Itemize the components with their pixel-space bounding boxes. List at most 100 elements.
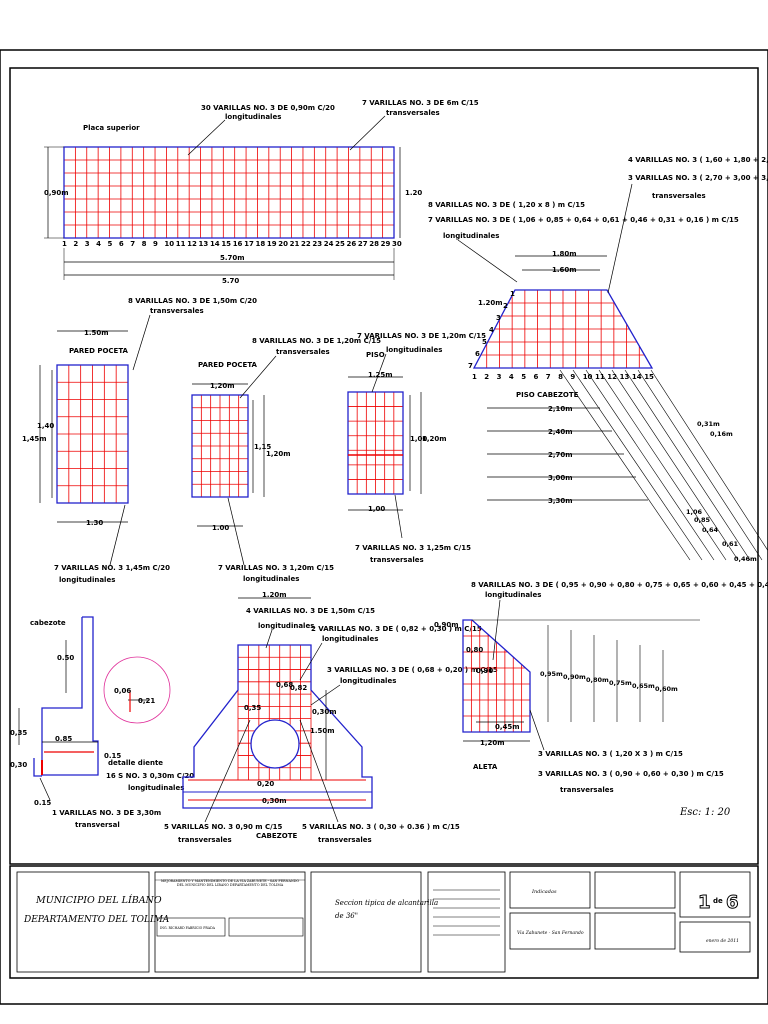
title-block: MUNICIPIO DEL LÍBANO DEPARTAMENTO DEL TO… xyxy=(16,871,751,973)
plate-longitudinal-note: 30 VARILLAS NO. 3 DE 0,90m C/20 xyxy=(201,104,335,112)
pc-note-a: 4 VARILLAS NO. 3 ( 1,60 + 1,80 + 2,10 + … xyxy=(628,156,768,164)
plate-bar-number: 17 xyxy=(244,240,254,248)
poceta1-bottom-note-sub: longitudinales xyxy=(59,576,115,584)
pc-bar-number: 7 xyxy=(546,373,551,381)
piso-top-note-sub: longitudinales xyxy=(386,346,442,354)
poceta1-outline xyxy=(56,364,129,504)
diente-note1: 16 S NO. 3 0,30m C/20 xyxy=(106,772,194,780)
diente-h3: 0.15 xyxy=(34,799,51,807)
leader-line xyxy=(299,719,339,823)
cabezote-outline xyxy=(182,644,373,809)
plate-bar-number: 21 xyxy=(290,240,300,248)
leader-line xyxy=(132,314,151,371)
tb-cell xyxy=(154,871,306,973)
cabezote-top-dim: 1.20m xyxy=(262,591,287,599)
tb-cell xyxy=(509,912,591,950)
cabezote-n3: 3 VARILLAS NO. 3 DE ( 0,68 + 0,20 ) m C/… xyxy=(327,666,498,674)
diag-dim-line xyxy=(611,369,739,561)
tb-revision-lines xyxy=(433,889,500,936)
cabezote-b2-sub: transversales xyxy=(318,836,372,844)
leader-line xyxy=(227,497,245,566)
tb-project: MEJORAMIENTO Y MANTENIMIENTO DE LA VIA Z… xyxy=(160,879,300,887)
diente-v2: 0,35 xyxy=(10,729,27,737)
cabezote-d5: 1.50m xyxy=(310,727,335,735)
pc-width-dim: 2,10m xyxy=(548,405,573,413)
cabezote-title: CABEZOTE xyxy=(256,832,297,840)
cabezote-d2: 0,82 xyxy=(290,684,307,692)
placa-superior: Placa superior 30 VARILLAS NO. 3 DE 0,90… xyxy=(44,99,479,285)
plate-height-right: 1.20 xyxy=(405,189,422,197)
tb-sheet-of: de xyxy=(713,897,723,905)
tb-cell xyxy=(228,917,304,937)
pared-poceta-2: 8 VARILLAS NO. 3 DE 1,20m C/15 transvers… xyxy=(191,337,381,583)
plate-bar-number: 10 xyxy=(164,240,174,248)
diente-note2-sub: transversal xyxy=(75,821,120,829)
pc-diag-dim: 0,31m xyxy=(697,420,720,428)
aleta-height-dim: 0,75m xyxy=(609,679,632,687)
plate-dim-1: 5.70m xyxy=(220,254,245,262)
diente-h2: 0.15 xyxy=(104,752,121,760)
plate-bar-number: 2 xyxy=(73,240,78,248)
plate-bar-number: 4 xyxy=(96,240,101,248)
cabezote-d6: 0,20 xyxy=(257,780,274,788)
pc-bar-number: 11 xyxy=(595,373,605,381)
pc-bar-number: 8 xyxy=(558,373,563,381)
leader-line xyxy=(394,494,403,539)
poceta2-h1: 1,15 xyxy=(254,443,271,451)
pc-width-dim: 2,70m xyxy=(548,451,573,459)
tb-cell xyxy=(16,871,150,973)
diente-note1-sub: longitudinales xyxy=(128,784,184,792)
pared-poceta-1: 8 VARILLAS NO. 3 DE 1,50m C/20 transvers… xyxy=(22,297,257,584)
pc-bar-number: 1 xyxy=(472,373,477,381)
poceta2-top-note: 8 VARILLAS NO. 3 DE 1,20m C/15 xyxy=(252,337,381,345)
scale-label: Esc: 1: 20 xyxy=(679,807,731,818)
leader-line xyxy=(349,115,386,151)
plate-bar-number: 3 xyxy=(85,240,90,248)
pc-row-label: 4 xyxy=(489,326,494,334)
diag-dim-line xyxy=(637,369,763,561)
poceta1-width-top: 1.50m xyxy=(84,329,109,337)
titleblock-frame xyxy=(9,865,759,979)
tb-cell xyxy=(509,871,591,909)
plate-bar-number: 12 xyxy=(187,240,197,248)
plate-outline xyxy=(63,146,395,239)
piso: 7 VARILLAS NO. 3 DE 1,20m C/15 longitudi… xyxy=(347,332,486,564)
aleta-height-dim: 0,95m xyxy=(540,670,563,678)
plate-bar-number: 20 xyxy=(278,240,288,248)
plate-bar-number: 23 xyxy=(312,240,322,248)
piso-h1: 1,00 xyxy=(410,435,427,443)
aleta-top-note-sub: longitudinales xyxy=(485,591,541,599)
tb-designer: ING. RICHARD FABRICIO PRADA xyxy=(160,926,216,930)
pc-bar-number: 5 xyxy=(521,373,526,381)
plate-bar-number: 8 xyxy=(142,240,147,248)
leader-line xyxy=(299,642,323,681)
aleta-left-3: 0,90 xyxy=(476,667,493,675)
tb-org1: MUNICIPIO DEL LÍBANO xyxy=(35,894,162,906)
cabezote-b2: 5 VARILLAS NO. 3 ( 0,30 + 0.36 ) m C/15 xyxy=(302,823,460,831)
piso-width-top: 1.25m xyxy=(368,371,393,379)
aleta-b1: 0,45m xyxy=(495,723,520,731)
poceta2-bottom-note: 7 VARILLAS NO. 3 1,20m C/15 xyxy=(218,564,334,572)
pc-note-d-sub: longitudinales xyxy=(443,232,499,240)
tb-content2: de 36" xyxy=(335,912,358,920)
pc-bar-number: 3 xyxy=(497,373,502,381)
pc-bar-number: 10 xyxy=(583,373,593,381)
tb-f1: Indicadas xyxy=(531,889,557,895)
tb-cell xyxy=(594,912,676,950)
pc-row-label: 3 xyxy=(496,314,501,322)
aleta-left-1: 0,90m xyxy=(434,621,459,629)
sheet-outer-frame xyxy=(0,49,768,1005)
tb-sheet-a: 1 xyxy=(698,892,711,913)
pc-top-dim-2: 1.60m xyxy=(552,266,577,274)
tb-cell xyxy=(594,871,676,909)
cabezote: 1.20m 4 VARILLAS NO. 3 DE 1,50m C/15 lon… xyxy=(164,591,498,844)
leader-line xyxy=(204,719,251,823)
pc-bar-number: 15 xyxy=(644,373,654,381)
tb-project-wrap: MEJORAMIENTO Y MANTENIMIENTO DE LA VIA Z… xyxy=(160,879,300,887)
plate-title: Placa superior xyxy=(83,124,140,132)
poceta1-h1: 1,40 xyxy=(37,422,54,430)
pc-bar-number: 9 xyxy=(570,373,575,381)
plate-bar-number: 28 xyxy=(369,240,379,248)
